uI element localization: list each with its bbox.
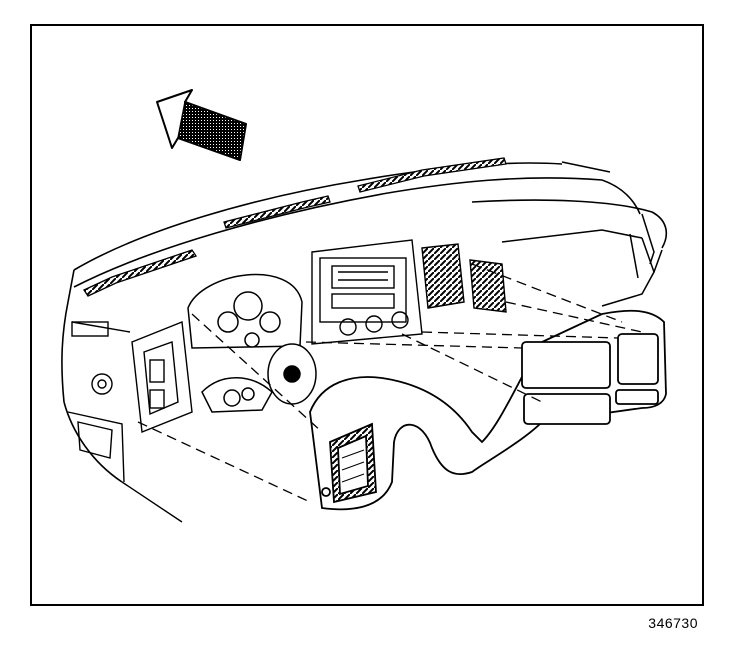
dash-bezel-illustration	[61, 89, 668, 523]
left-side-structure	[67, 321, 193, 523]
alignment-lines	[137, 263, 643, 503]
dash-bezel	[309, 309, 667, 511]
instrument-cluster	[187, 273, 303, 349]
steering-column	[201, 343, 317, 413]
defroster-vents	[83, 157, 507, 297]
right-dash-edge	[501, 213, 663, 307]
illustration-frame	[30, 24, 704, 606]
center-stack	[311, 239, 423, 345]
arrow-forward-icon	[156, 89, 247, 162]
figure-number: 346730	[648, 615, 698, 631]
center-air-vent	[421, 243, 507, 313]
